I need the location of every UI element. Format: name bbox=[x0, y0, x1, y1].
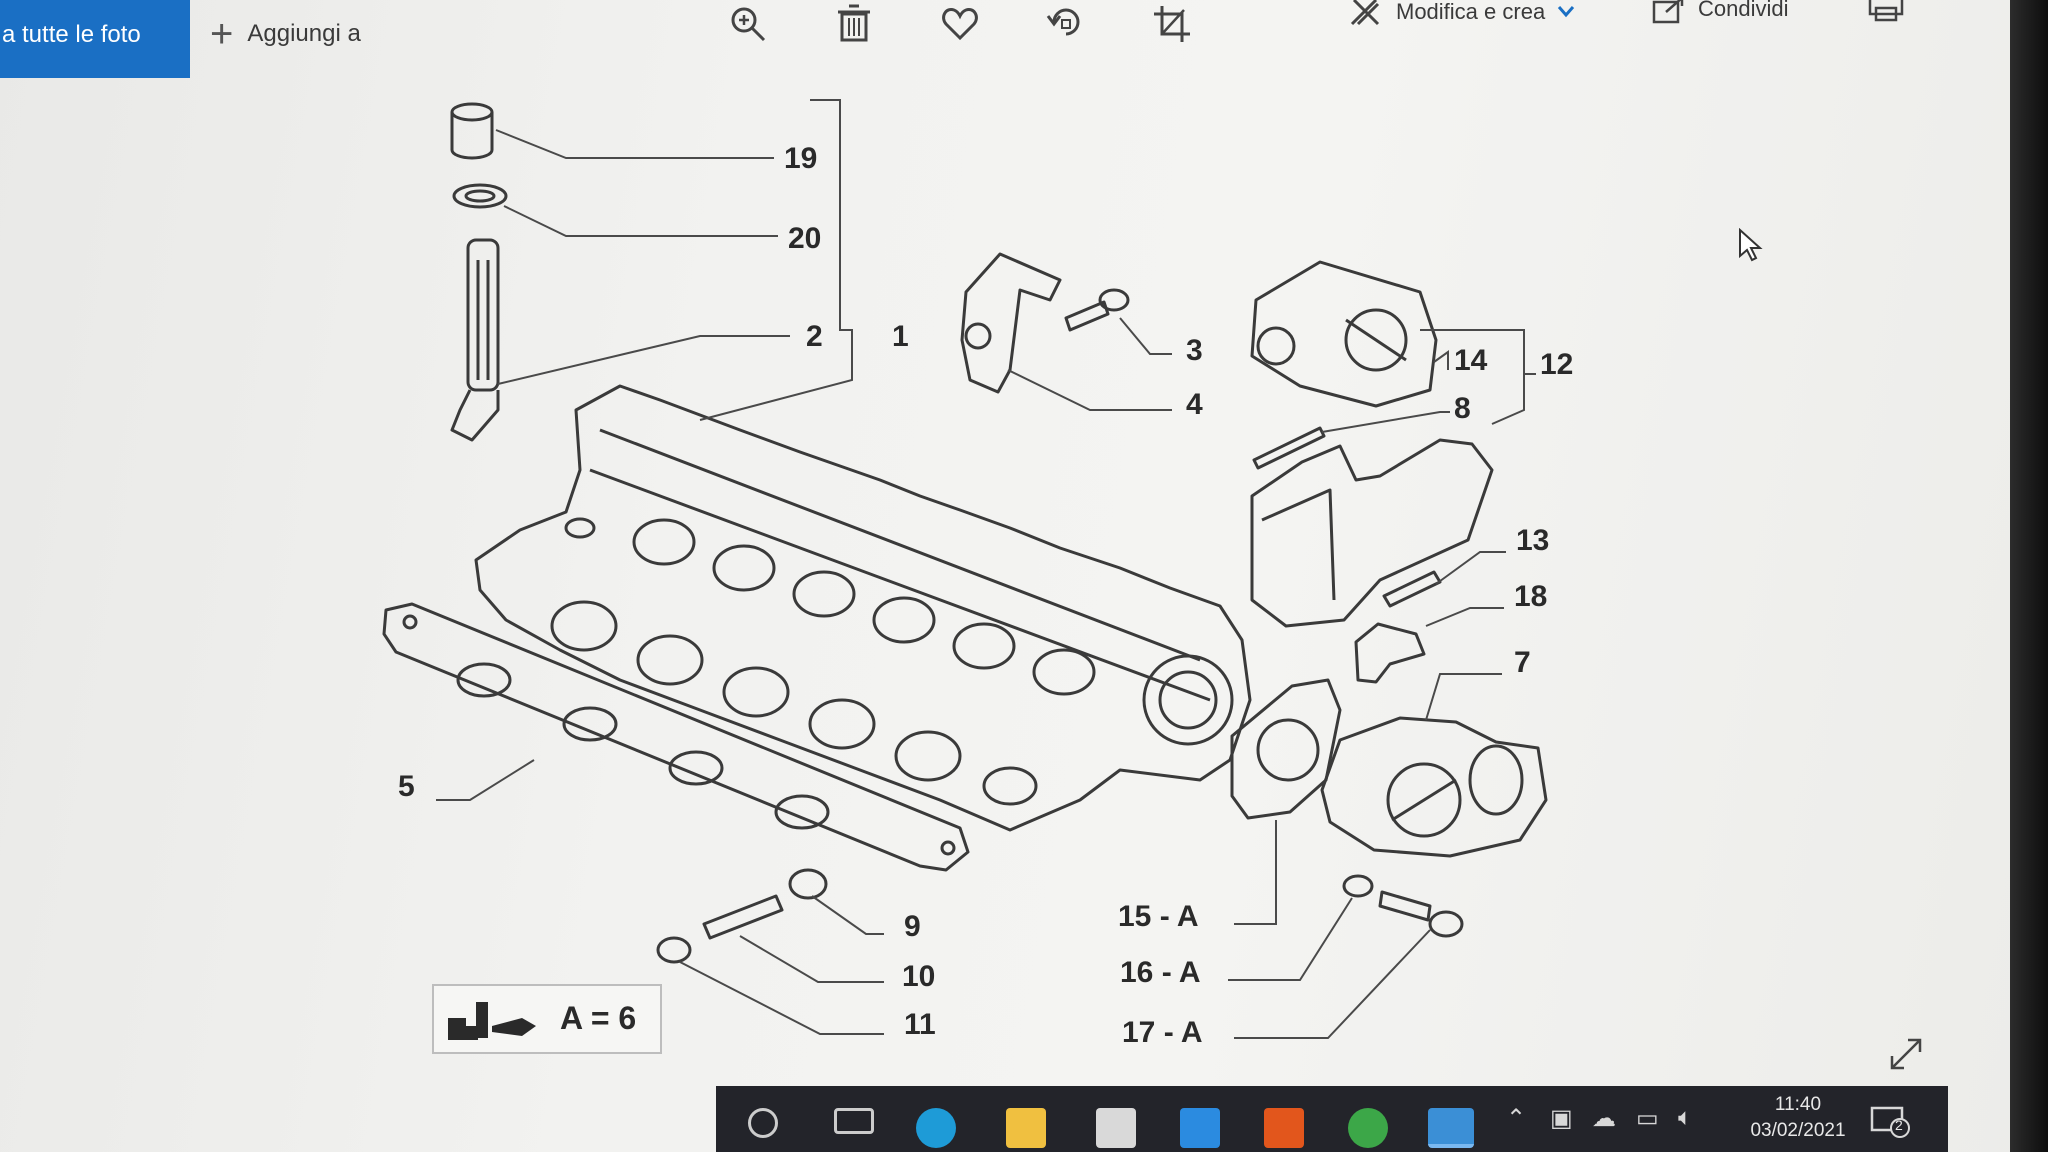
legend-text: A = 6 bbox=[560, 1000, 637, 1036]
part-7-throttle-body bbox=[1320, 716, 1548, 858]
meet-now-icon[interactable]: ▣ bbox=[1550, 1105, 1573, 1132]
part-15-gasket bbox=[1230, 678, 1342, 820]
delete-icon[interactable] bbox=[832, 2, 876, 46]
label-20: 20 bbox=[788, 222, 821, 255]
label-11: 11 bbox=[904, 1008, 936, 1041]
intake-manifold bbox=[474, 384, 1252, 832]
edge-icon[interactable] bbox=[916, 1108, 956, 1148]
notification-count: 2 bbox=[1895, 1117, 1903, 1133]
label-19: 19 bbox=[784, 142, 817, 175]
kit-parts-icon bbox=[448, 1002, 536, 1040]
mail-icon[interactable] bbox=[1180, 1108, 1220, 1148]
network-icon[interactable]: ▭ bbox=[1636, 1105, 1659, 1132]
photos-toolbar: a tutte le foto + Aggiungi a Modifica e … bbox=[0, 0, 2000, 78]
part-19-cap bbox=[450, 102, 494, 160]
part-17-bolt bbox=[1378, 890, 1464, 938]
edit-create-label: Modifica e crea bbox=[1396, 0, 1546, 24]
add-to-label: Aggiungi a bbox=[247, 20, 361, 47]
monitor-bezel bbox=[2010, 0, 2048, 1152]
part-11-washer bbox=[656, 936, 692, 964]
intake-manifold-drawing: 19 20 2 1 3 4 14 12 8 13 18 7 5 9 10 11 … bbox=[382, 99, 1573, 1049]
label-7: 7 bbox=[1514, 646, 1531, 679]
label-2: 2 bbox=[806, 320, 823, 353]
crop-icon[interactable] bbox=[1150, 2, 1194, 46]
system-clock[interactable]: 11:40 03/02/2021 bbox=[1728, 1092, 1868, 1144]
task-view-icon[interactable] bbox=[834, 1108, 874, 1134]
exploded-parts-diagram: 19 20 2 1 3 4 14 12 8 13 18 7 5 9 10 11 … bbox=[0, 60, 2000, 1090]
part-14-valve-body bbox=[1250, 260, 1438, 408]
label-17-a: 17 - A bbox=[1122, 1016, 1203, 1049]
part-12-cooler bbox=[1250, 438, 1494, 628]
label-14: 14 bbox=[1454, 344, 1488, 377]
photos-app-icon[interactable] bbox=[1428, 1108, 1474, 1148]
onedrive-icon[interactable]: ☁ bbox=[1592, 1105, 1616, 1132]
notification-center-icon[interactable]: 2 bbox=[1868, 1104, 1912, 1138]
print-icon[interactable] bbox=[1866, 0, 1906, 22]
clock-date: 03/02/2021 bbox=[1750, 1120, 1846, 1141]
part-8-pin bbox=[1252, 426, 1326, 470]
part-16-washer bbox=[1342, 874, 1374, 898]
part-2-sensor bbox=[450, 238, 500, 442]
label-10: 10 bbox=[902, 960, 935, 993]
label-8: 8 bbox=[1454, 392, 1471, 425]
share-label: Condividi bbox=[1698, 0, 1789, 21]
rotate-icon[interactable] bbox=[1044, 2, 1088, 46]
volume-muted-icon[interactable]: 🔈︎ bbox=[1678, 1104, 1693, 1131]
label-13: 13 bbox=[1516, 524, 1549, 557]
part-5-manifold-gasket bbox=[382, 602, 970, 872]
add-to-button[interactable]: + Aggiungi a bbox=[210, 10, 361, 58]
label-1: 1 bbox=[892, 320, 909, 353]
expand-icon[interactable] bbox=[1886, 1034, 1926, 1074]
edit-create-icon bbox=[1350, 0, 1380, 26]
back-to-all-photos-button[interactable]: a tutte le foto bbox=[0, 0, 190, 78]
label-3: 3 bbox=[1186, 334, 1203, 367]
label-9: 9 bbox=[904, 910, 921, 943]
office-icon[interactable] bbox=[1264, 1108, 1304, 1148]
mouse-cursor-icon bbox=[1739, 228, 1763, 262]
label-12: 12 bbox=[1540, 348, 1573, 381]
file-explorer-icon[interactable] bbox=[1006, 1108, 1046, 1148]
part-4-bracket bbox=[960, 252, 1062, 394]
edit-and-create-button[interactable]: Modifica e crea bbox=[1348, 0, 1575, 30]
plus-icon: + bbox=[210, 11, 234, 56]
clock-time: 11:40 bbox=[1774, 1094, 1822, 1115]
chrome-icon[interactable] bbox=[1348, 1108, 1388, 1148]
store-icon[interactable] bbox=[1096, 1108, 1136, 1148]
label-15-a: 15 - A bbox=[1118, 900, 1199, 933]
part-3-bolt bbox=[1064, 288, 1130, 332]
share-button[interactable]: Condividi bbox=[1652, 0, 1789, 24]
windows-taskbar: ⌃ ▣ ☁ ▭ 🔈︎ 11:40 03/02/2021 2 bbox=[716, 1086, 1948, 1152]
part-13-connector bbox=[1382, 570, 1442, 608]
part-20-ring bbox=[452, 183, 508, 209]
label-18: 18 bbox=[1514, 580, 1547, 613]
label-4: 4 bbox=[1186, 388, 1203, 421]
part-10-stud bbox=[702, 894, 784, 940]
favorite-icon[interactable] bbox=[938, 2, 982, 46]
zoom-in-icon[interactable] bbox=[726, 2, 770, 46]
part-9-nut bbox=[788, 868, 828, 900]
chevron-down-icon bbox=[1558, 6, 1575, 18]
search-icon[interactable] bbox=[748, 1108, 778, 1138]
label-5: 5 bbox=[398, 770, 415, 803]
part-18-clip bbox=[1354, 622, 1426, 684]
kit-quantity-legend: A = 6 bbox=[432, 984, 662, 1054]
show-hidden-icons-icon[interactable]: ⌃ bbox=[1506, 1105, 1527, 1132]
share-icon bbox=[1652, 0, 1684, 24]
label-16-a: 16 - A bbox=[1120, 956, 1201, 989]
